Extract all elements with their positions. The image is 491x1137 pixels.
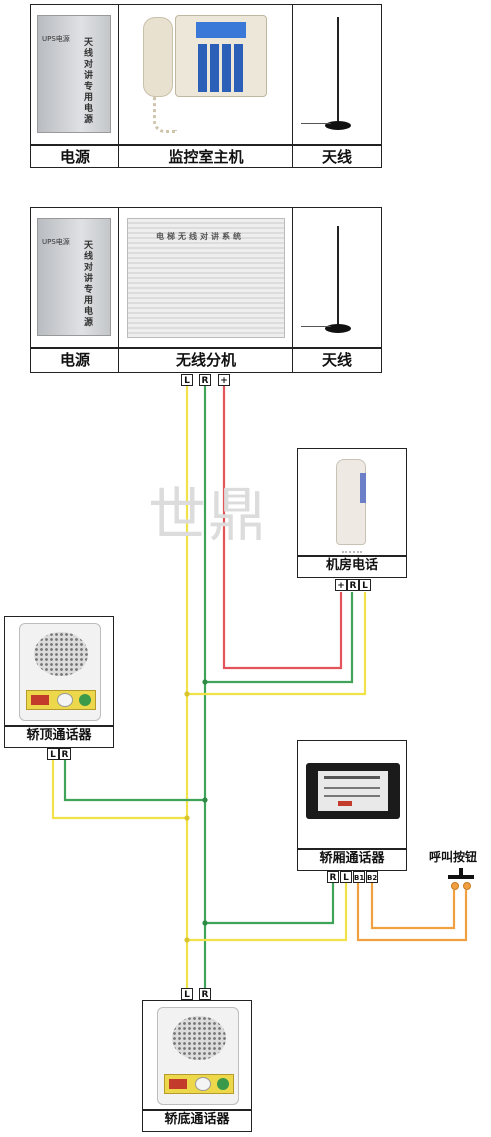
speaker-panel [26,690,96,710]
splitter-terminal-plus: + [218,374,230,386]
phone-image [330,459,374,553]
caption-monitor-host: 监控室主机 [168,148,244,166]
host-screen [196,22,246,38]
car-terminal-b2: B2 [366,871,378,883]
wire-red-phone [222,386,343,670]
car-top-terminal-l: L [47,748,59,760]
wire-orange-b1 [356,883,468,942]
caption-wireless-splitter: 无线分机 [175,351,236,369]
wire-green-car-top [63,760,205,802]
splitter-terminal-r: R [199,374,211,386]
speaker-grille [172,1016,226,1060]
handset-cord [153,97,177,133]
car-intercom: 轿厢通话器 [297,740,407,871]
power-box-text: UPS电源 [42,238,70,246]
wire-yellow-car-top [51,760,187,820]
wire-green-car [205,883,335,925]
power-box-vertical: 天线对讲专用电源 [84,241,94,328]
power-supply-image: UPS电源 天线对讲专用电源 [37,218,111,336]
car-intercom-label: 轿厢通话器 [319,851,385,866]
caption-antenna: 天线 [321,148,352,166]
splitter-set: UPS电源 天线对讲专用电源 电梯无线对讲系统 电源 无线分机 天线 [30,207,382,373]
phone-terminal-plus: + [335,579,347,591]
car-bottom-intercom: 轿底通话器 [142,1000,252,1132]
car-terminal-r: R [327,871,339,883]
power-box-vertical: 天线对讲专用电源 [84,38,94,125]
speaker-panel [164,1074,234,1094]
caption-power: 电源 [59,148,90,166]
splitter-panel-text: 电梯无线对讲系统 [156,232,244,241]
watermark: 世鼎 [148,481,269,549]
machine-room-phone: 机房电话 [297,448,407,578]
phone-terminal-l: L [359,579,371,591]
call-button-icon [446,868,476,894]
wire-yellow-car [187,883,348,942]
power-box-text: UPS电源 [42,35,70,43]
wire-green-phone [205,592,354,684]
caption-power: 电源 [59,351,90,369]
wire-orange-b2 [370,883,456,930]
speaker-image [19,623,101,721]
car-top-terminal-r: R [59,748,71,760]
car-top-intercom-label: 轿顶通话器 [26,728,92,743]
antenna-image [299,214,377,342]
caption-antenna: 天线 [321,351,352,369]
car-terminal-b1: B1 [353,871,365,883]
car-top-intercom: 轿顶通话器 [4,616,114,748]
car-bottom-terminal-l: L [181,988,193,1000]
car-bottom-intercom-label: 轿底通话器 [164,1112,230,1127]
splitter-terminal-l: L [181,374,193,386]
power-supply-image: UPS电源 天线对讲专用电源 [37,15,111,133]
car-bottom-terminal-r: R [199,988,211,1000]
handset [143,17,173,97]
speaker-grille [34,632,88,676]
phone-terminal-r: R [347,579,359,591]
wire-yellow-phone [187,592,367,696]
monitor-room-set: UPS电源 天线对讲专用电源 电源 监控室主机 天线 [30,4,382,168]
host-body [175,15,267,97]
car-terminal-l: L [340,871,352,883]
monitor-host-image [131,11,281,139]
splitter-image: 电梯无线对讲系统 [127,218,285,338]
speaker-image [157,1007,239,1105]
machine-room-phone-label: 机房电话 [325,558,378,573]
call-button-label: 呼叫按钮 [429,850,478,864]
host-keypad [198,44,244,92]
antenna-image [299,11,377,139]
car-intercom-image [306,763,400,819]
